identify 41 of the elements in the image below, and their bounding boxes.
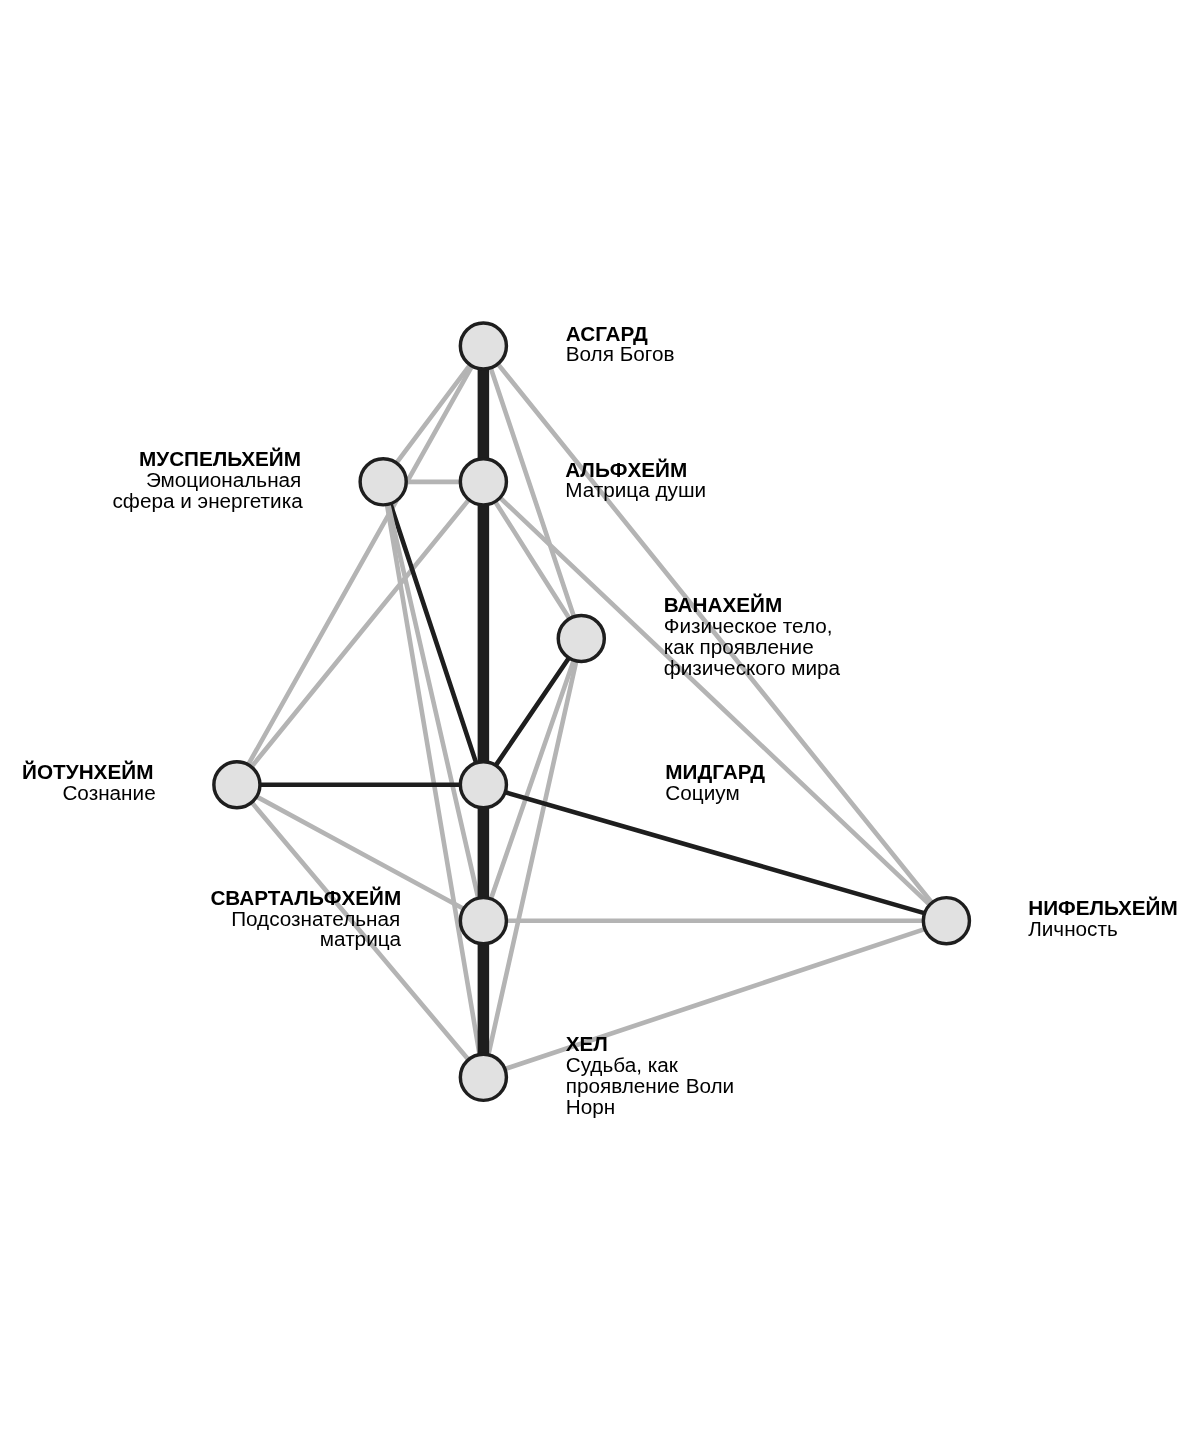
node-circle	[358, 456, 408, 507]
node-circle	[458, 456, 509, 507]
connector	[486, 660, 579, 1055]
node-circle	[212, 759, 262, 810]
node-label: ЙОТУНХЕЙМ	[22, 759, 154, 783]
connector	[477, 943, 490, 1054]
node-circle	[458, 1052, 509, 1102]
node-label: НИФЕЛЬХЕЙМ	[1028, 895, 1178, 919]
connector	[496, 362, 934, 904]
node-circle	[556, 613, 607, 663]
connector	[477, 368, 490, 459]
connector	[477, 504, 490, 761]
connector	[494, 656, 571, 766]
connector	[388, 502, 479, 764]
node-circle	[458, 759, 509, 810]
connector	[246, 364, 474, 765]
connector	[250, 800, 471, 1061]
node-circle	[458, 895, 509, 945]
connector	[394, 363, 472, 464]
node-circle	[458, 320, 509, 371]
node-circle	[921, 895, 972, 945]
node-label: Физическое тело, как проявление физического мира	[663, 613, 841, 679]
connector	[504, 926, 926, 1071]
node-label: Сознание	[62, 780, 156, 804]
node-label: МИДГАРД	[665, 759, 765, 783]
connector	[488, 366, 577, 617]
connector	[493, 500, 572, 619]
node-label: Судьба, как проявление Воли Норн	[565, 1052, 735, 1117]
node-label: Подсознательная матрица	[231, 906, 402, 950]
node-label: МУСПЕЛЬХЕЙМ	[139, 446, 301, 470]
node-label: ВАНАХЕЙМ	[663, 592, 783, 616]
node-label: Личность	[1028, 916, 1118, 940]
connector	[498, 495, 931, 906]
connector	[477, 807, 490, 897]
connector	[504, 789, 925, 915]
node-label: Эмоциональная сфера и энергетика	[112, 467, 303, 512]
connector	[255, 794, 465, 911]
connector	[488, 659, 576, 899]
node-label: ХЕЛ	[565, 1031, 608, 1055]
node-label: СВАРТАЛЬФХЕЙМ	[210, 885, 402, 909]
node-label: АСГАРД	[565, 321, 648, 345]
